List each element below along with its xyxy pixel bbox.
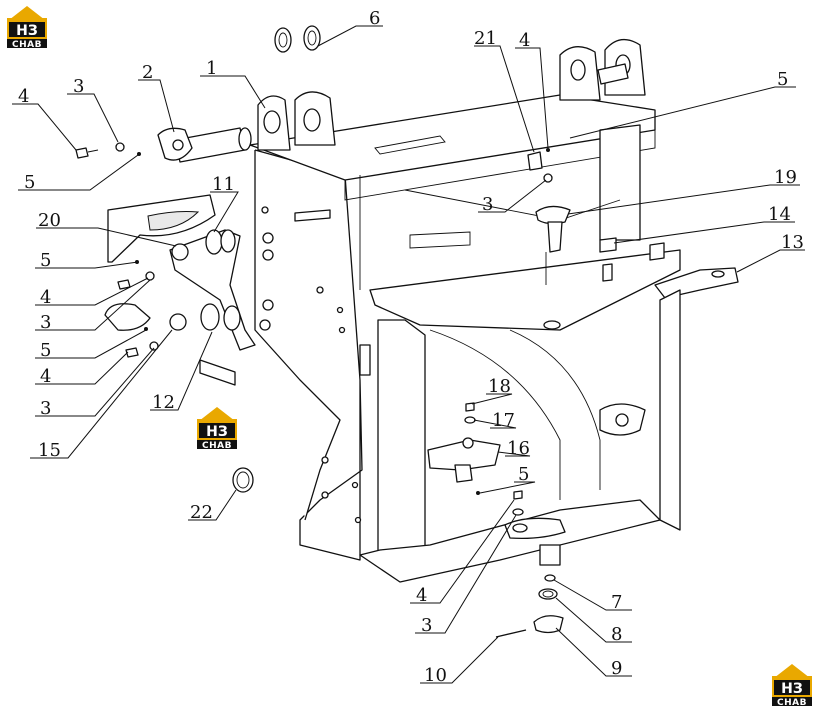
callout-3: 3 xyxy=(482,194,493,215)
front-frame-assembly xyxy=(199,38,739,583)
callout-6: 6 xyxy=(369,8,380,29)
callout-labels: 1 2 3 4 5 6 21 4 5 3 19 14 13 11 20 5 4 … xyxy=(18,8,804,686)
callout-16: 16 xyxy=(507,438,530,459)
callout-3: 3 xyxy=(421,615,432,636)
logo-mark: НЗ xyxy=(206,424,228,440)
callout-21: 21 xyxy=(474,28,497,49)
callout-5: 5 xyxy=(40,250,51,271)
logo-sub: CHAB xyxy=(777,698,807,708)
callout-11: 11 xyxy=(212,174,235,195)
callout-19: 19 xyxy=(774,167,797,188)
callout-13: 13 xyxy=(781,232,804,253)
callout-8: 8 xyxy=(611,624,622,645)
callout-5: 5 xyxy=(777,69,788,90)
callout-12: 12 xyxy=(152,392,175,413)
callout-5: 5 xyxy=(40,340,51,361)
callout-18: 18 xyxy=(488,376,511,397)
logo-bottom-right: НЗ CHAB xyxy=(772,664,812,708)
callout-2: 2 xyxy=(142,62,153,83)
logo-sub: CHAB xyxy=(202,441,232,451)
callout-3: 3 xyxy=(40,398,51,419)
callout-4: 4 xyxy=(18,86,29,107)
callout-3: 3 xyxy=(73,76,84,97)
callout-4: 4 xyxy=(40,287,51,308)
callout-9: 9 xyxy=(611,658,622,679)
callout-14: 14 xyxy=(768,204,791,225)
right-upper-parts xyxy=(274,25,665,436)
callout-17: 17 xyxy=(492,410,515,431)
callout-10: 10 xyxy=(424,665,447,686)
callout-5: 5 xyxy=(24,172,35,193)
callout-22: 22 xyxy=(190,502,213,523)
left-exploded-parts xyxy=(75,127,274,358)
logo-mark: НЗ xyxy=(16,23,38,39)
callout-15: 15 xyxy=(38,440,61,461)
logo-middle: НЗ CHAB xyxy=(197,407,237,451)
leader-lines xyxy=(12,25,805,684)
callout-4: 4 xyxy=(40,366,51,387)
callout-4: 4 xyxy=(519,30,530,51)
callout-20: 20 xyxy=(38,210,61,231)
logo-mark: НЗ xyxy=(781,681,803,697)
callout-1: 1 xyxy=(206,58,217,79)
logo-top-left: НЗ CHAB xyxy=(7,6,47,50)
callout-3: 3 xyxy=(40,312,51,333)
logo-sub: CHAB xyxy=(12,40,42,50)
callout-5: 5 xyxy=(518,464,529,485)
lower-parts xyxy=(232,402,566,638)
callout-7: 7 xyxy=(611,592,622,613)
callout-4: 4 xyxy=(416,585,427,606)
